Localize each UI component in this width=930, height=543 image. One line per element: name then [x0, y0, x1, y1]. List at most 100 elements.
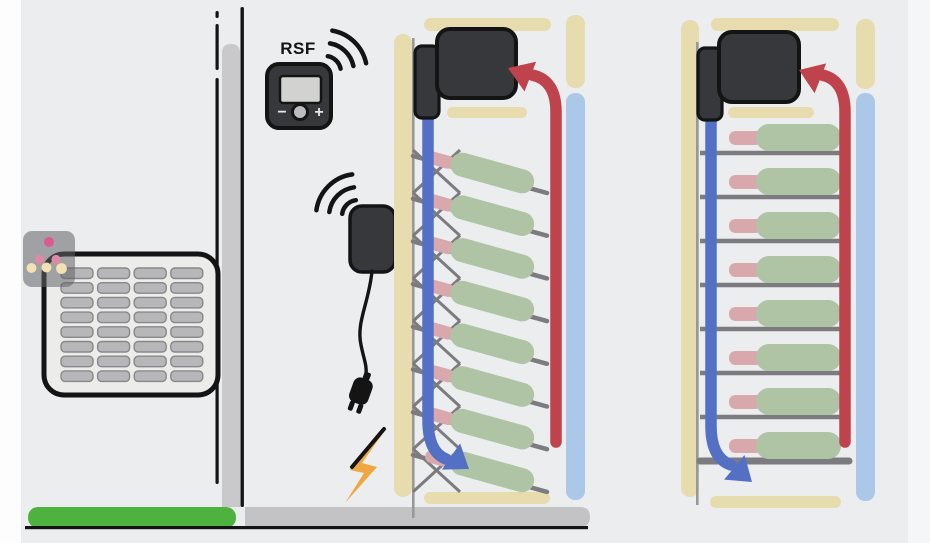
wine-bottle-body — [450, 195, 535, 236]
cold-air-flow-pipe — [705, 109, 737, 471]
cabinet-inner-top-shelf — [447, 107, 527, 118]
grille-slat — [170, 296, 204, 309]
wine-bottle — [729, 300, 841, 327]
cross-brace — [411, 148, 462, 195]
grille-slat — [60, 355, 94, 368]
grille-slat-grid — [60, 267, 204, 383]
grille-slat — [133, 370, 167, 383]
wine-bottle — [729, 168, 841, 195]
cooling-unit — [717, 30, 801, 104]
grille-slat — [96, 267, 131, 280]
right-margin-band — [908, 0, 930, 543]
cabinet-wall-bottom — [710, 496, 841, 508]
wine-bottle-body — [450, 408, 535, 450]
grille-slat — [133, 340, 167, 353]
wifi-wave — [327, 41, 356, 69]
bottle-rack-rows — [696, 124, 853, 465]
cross-brace — [411, 405, 462, 451]
grille-slat — [133, 355, 167, 368]
wifi-signal-icon — [314, 172, 359, 217]
cold-air-flow-pipe — [422, 106, 452, 465]
ventilation-grille — [23, 231, 221, 398]
cabinet-inner-top-shelf — [728, 107, 814, 118]
wifi-wave — [330, 28, 369, 66]
cabinet-wall-right-top — [856, 19, 875, 89]
grille-slat — [60, 296, 94, 309]
cabinet-glass-right — [856, 93, 875, 501]
wine-bottle-body — [450, 152, 535, 194]
grille-slat — [60, 340, 94, 353]
grille-slat — [96, 340, 131, 353]
wine-bottle-body — [756, 212, 841, 239]
wall-right-line — [240, 7, 244, 507]
wine-bottle-neck — [729, 219, 762, 233]
cabinet-inner-line — [696, 42, 699, 505]
cabinet-wall-top — [711, 18, 839, 31]
plug-prong — [356, 403, 364, 414]
rsf-screen — [278, 74, 323, 105]
wine-bottle-neck — [729, 439, 762, 453]
rsf-remote-panel: RSF − + — [265, 28, 369, 130]
cross-brace — [411, 362, 462, 408]
wine-bottle — [729, 432, 841, 459]
dial-knob — [291, 103, 309, 121]
wine-bottle-neck — [729, 263, 762, 277]
logo-dot — [56, 263, 67, 274]
rsf-label: RSF — [280, 39, 316, 58]
wine-cabinet-right — [681, 18, 875, 508]
wine-bottle — [729, 344, 841, 371]
wine-bottle-body — [450, 280, 535, 322]
wine-bottle-body — [756, 300, 841, 327]
wine-bottle-body — [756, 168, 841, 195]
wine-bottle-neck — [729, 307, 762, 321]
cross-brace — [411, 191, 462, 237]
wine-bottle-neck — [729, 131, 762, 145]
warm-air-arrowhead — [799, 63, 827, 94]
wine-bottle-body — [450, 366, 535, 407]
wall-fill — [222, 44, 240, 507]
cross-brace — [411, 276, 462, 323]
wine-glasses-logo-icon — [23, 231, 75, 287]
wine-bottle — [729, 388, 841, 415]
wifi-wave — [314, 172, 355, 213]
plus-button: + — [314, 104, 323, 121]
grille-slat — [60, 326, 94, 338]
wine-bottle-neck — [729, 351, 762, 365]
plug-neck — [362, 371, 371, 381]
wall-left-line-dot — [215, 11, 219, 18]
floor — [25, 507, 590, 530]
lightning-bolt-icon — [345, 429, 386, 503]
logo-dot — [51, 254, 61, 265]
grille-slat — [133, 326, 167, 338]
grille-slat — [170, 355, 204, 368]
floor-line — [25, 526, 588, 530]
cabinet-wall-left — [394, 34, 412, 497]
wine-bottle-neck — [729, 395, 762, 409]
grille-slat — [170, 267, 204, 280]
cellar-wall — [215, 7, 244, 507]
grille-slat — [170, 370, 204, 383]
wifi-signal-icon — [325, 28, 369, 71]
grille-slat — [133, 267, 167, 280]
wifi-wave — [339, 197, 359, 217]
cooling-unit — [435, 27, 518, 100]
cross-brace — [411, 319, 462, 365]
cold-air-arrowhead — [441, 443, 469, 470]
plug-prong — [347, 400, 355, 411]
lightning-bolt-edge — [350, 427, 386, 469]
power-cable — [358, 269, 374, 377]
grille-slat — [133, 282, 167, 294]
power-plug-icon — [347, 371, 373, 414]
wine-bottle-body — [756, 344, 841, 371]
grille-slat — [60, 311, 94, 324]
wine-bottle-neck — [729, 175, 762, 189]
logo-dot — [34, 254, 45, 265]
grille-slat — [170, 311, 204, 324]
cabinet-wall-left — [681, 20, 699, 497]
logo-dot — [26, 263, 37, 273]
wall-left-line-top — [215, 24, 219, 70]
cabinet-glass-right — [566, 93, 585, 500]
cabinet-wall-bottom — [424, 492, 550, 504]
